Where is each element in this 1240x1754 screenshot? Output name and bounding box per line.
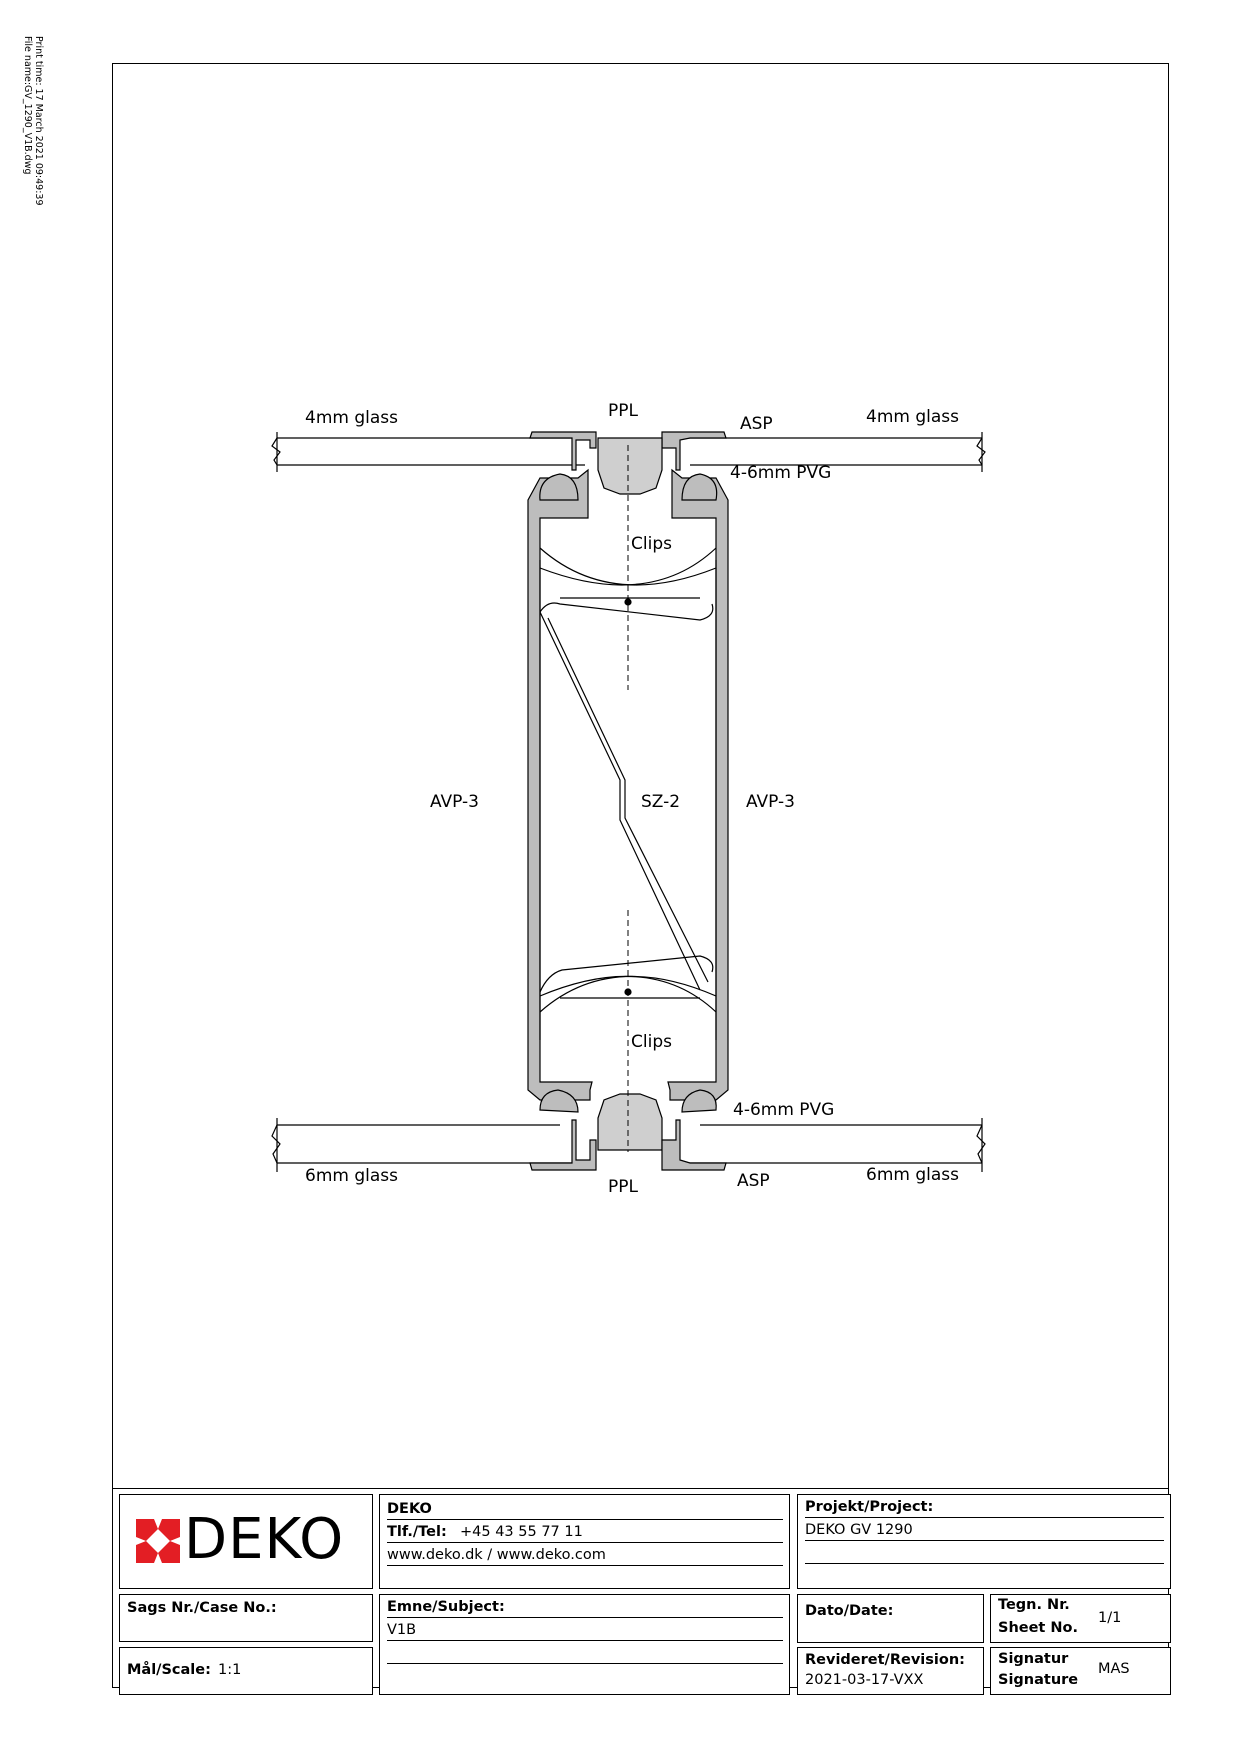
scale-label: Mål/Scale: [127,1662,211,1678]
tel-value: +45 43 55 77 11 [460,1524,583,1540]
subject-value: V1B [387,1622,417,1638]
signature-label-1: Signatur [998,1651,1069,1667]
label-pvg-top: 4-6mm PVG [730,463,831,483]
label-avp-right: AVP-3 [746,792,795,812]
tel-label: Tlf./Tel: [387,1524,447,1540]
logo-wordmark: DEKO [184,1507,345,1572]
date-cell: Dato/Date: [797,1594,984,1643]
revision-label: Revideret/Revision: [805,1652,965,1668]
label-asp-top: ASP [740,414,773,434]
glass-top-right [680,432,986,472]
company-cell: DEKO Tlf./Tel: +45 43 55 77 11 www.deko.… [379,1494,790,1589]
label-ppl-top: PPL [608,401,639,421]
label-glass-bottom-right: 6mm glass [866,1165,959,1185]
subject-label: Emne/Subject: [387,1599,505,1615]
project-cell: Projekt/Project: DEKO GV 1290 [797,1494,1171,1589]
label-clips-top: Clips [631,534,672,554]
sheet-value: 1/1 [1098,1610,1122,1626]
sheet-cell: Tegn. Nr. Sheet No. 1/1 [990,1594,1171,1643]
scale-cell: Mål/Scale: 1:1 [119,1647,373,1695]
deko-logo-icon [134,1517,182,1565]
label-glass-bottom-left: 6mm glass [305,1166,398,1186]
signature-cell: Signatur Signature MAS [990,1647,1171,1695]
sheet-label-2: Sheet No. [998,1620,1079,1636]
project-label: Projekt/Project: [805,1499,934,1515]
label-avp-left: AVP-3 [430,792,479,812]
label-glass-top-left: 4mm glass [305,408,398,428]
glass-bottom-left [271,1118,572,1172]
revision-cell: Revideret/Revision: 2021-03-17-VXX [797,1647,984,1695]
case-label: Sags Nr./Case No.: [127,1600,277,1616]
clips-bottom [539,955,717,1013]
signature-value: MAS [1098,1661,1130,1677]
label-ppl-bottom: PPL [608,1177,639,1197]
scale-value: 1:1 [218,1662,242,1678]
glass-top-left [271,432,585,472]
logo-cell: DEKO [119,1494,373,1589]
profile-section [527,431,729,1171]
revision-value: 2021-03-17-VXX [805,1672,924,1688]
signature-label-2: Signature [998,1672,1079,1688]
subject-cell: Emne/Subject: V1B [379,1594,790,1695]
glass-bottom-right [680,1118,986,1172]
label-glass-top-right: 4mm glass [866,407,959,427]
label-asp-bottom: ASP [737,1171,770,1191]
label-pvg-bottom: 4-6mm PVG [733,1100,834,1120]
case-cell: Sags Nr./Case No.: [119,1594,373,1642]
label-clips-bottom: Clips [631,1032,672,1052]
date-label: Dato/Date: [805,1603,894,1619]
label-sz: SZ-2 [641,792,680,812]
company-name: DEKO [387,1501,432,1517]
clips-top [539,547,717,621]
sheet-label-1: Tegn. Nr. [998,1597,1070,1613]
website-link[interactable]: www.deko.dk / www.deko.com [387,1547,606,1563]
project-value: DEKO GV 1290 [805,1522,913,1538]
sz-2-spring [547,617,709,983]
